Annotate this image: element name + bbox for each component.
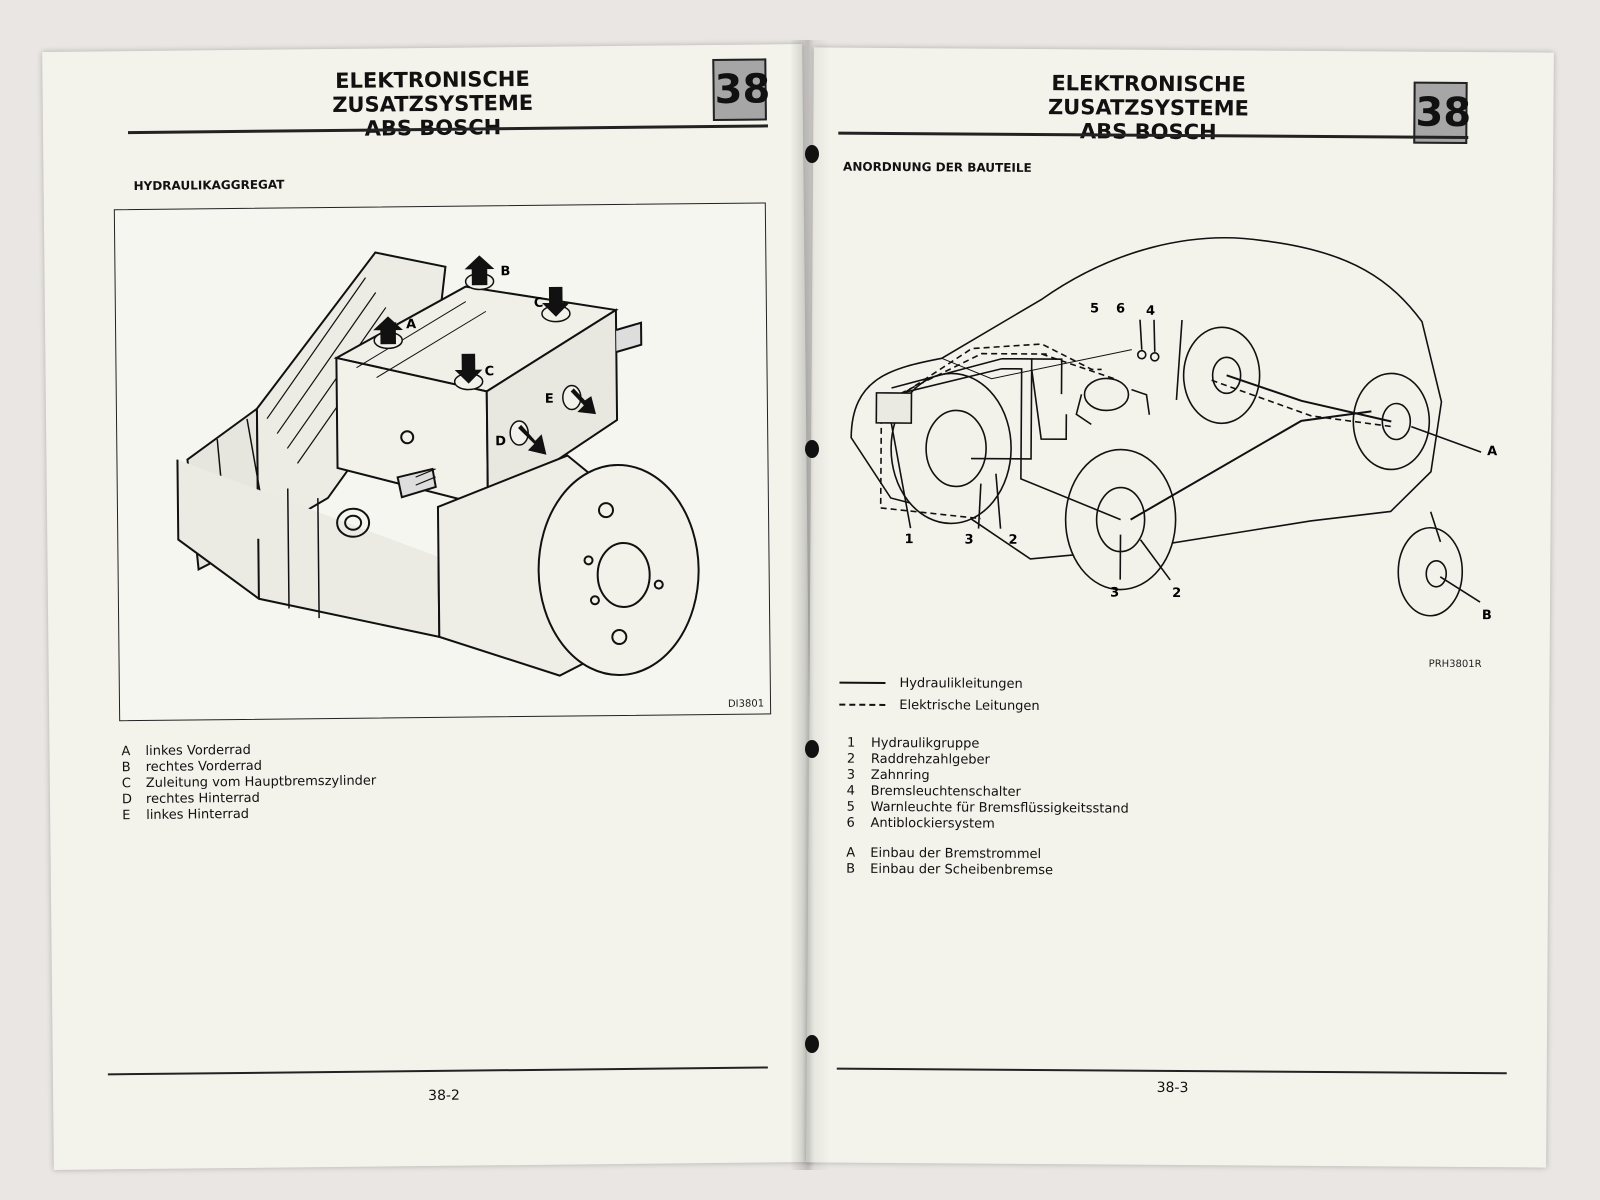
right-header-line2: ABS BOSCH — [1079, 119, 1217, 145]
left-header-line1: ELEKTRONISCHE ZUSATZSYSTEME — [332, 66, 534, 117]
legend-key: B — [121, 760, 131, 776]
line-legend-row: Elektrische Leitungen — [839, 694, 1040, 717]
line-legend-text: Hydraulikleitungen — [899, 675, 1023, 692]
legend-key: D — [121, 792, 133, 808]
solid-line-swatch — [839, 681, 886, 684]
legend-text: Zahnring — [870, 767, 930, 784]
right-legend-row: 4 Bremsleuchtenschalter — [847, 784, 1129, 802]
legend-key: C — [121, 776, 131, 792]
hydraulic-unit-drawing — [176, 251, 700, 677]
callout-5: 5 — [1090, 301, 1100, 317]
legend-text: rechtes Hinterrad — [145, 790, 260, 807]
left-section-title: HYDRAULIKAGGREGAT — [133, 177, 285, 194]
legend-key: 5 — [846, 799, 855, 815]
left-legend-row: C Zuleitung vom Hauptbremszylinder — [122, 774, 377, 793]
callout-2-rear: 2 — [1172, 585, 1182, 602]
left-page-number: 38-2 — [428, 1087, 460, 1105]
callout-d: D — [495, 434, 507, 450]
dashed-line-swatch — [839, 703, 886, 706]
callout-a-drum: A — [1487, 444, 1498, 460]
callout-3-rear: 3 — [1110, 585, 1120, 601]
callout-c-top: C — [533, 295, 544, 311]
component-layout-figure: 5 6 4 1 3 2 3 2 A B PRH3801R — [830, 218, 1533, 670]
right-footer-rule — [836, 1067, 1507, 1075]
legend-key: B — [846, 861, 856, 877]
right-page-number: 38-3 — [1156, 1079, 1189, 1097]
left-page: ELEKTRONISCHE ZUSATZSYSTEME ABS BOSCH 38… — [42, 44, 814, 1170]
left-footer-rule — [107, 1066, 768, 1076]
callout-3-front: 3 — [964, 532, 974, 548]
left-chapter-box: 38 — [712, 58, 771, 121]
callout-6: 6 — [1116, 301, 1126, 317]
book-gutter — [790, 40, 830, 1170]
right-legend-row: 5 Warnleuchte für Bremsflüssigkeitsstand — [847, 800, 1129, 818]
legend-key: 3 — [846, 767, 856, 783]
left-figure-code: DI3801 — [727, 698, 765, 710]
legend-text: rechtes Vorderrad — [145, 758, 263, 775]
right-legend-row: A Einbau der Bremstrommel — [846, 846, 1128, 864]
right-section-title: ANORDNUNG DER BAUTEILE — [843, 159, 1032, 175]
callout-a: A — [405, 317, 417, 333]
legend-text: Bremsleuchtenschalter — [870, 783, 1021, 800]
legend-text: Raddrehzahlgeber — [870, 751, 990, 768]
legend-text: Hydraulikgruppe — [870, 735, 980, 752]
right-legend-row: 1 Hydraulikgruppe — [847, 736, 1129, 754]
binder-hole — [805, 440, 819, 458]
legend-text: Einbau der Bremstrommel — [870, 845, 1042, 863]
callout-b-disc: B — [1481, 608, 1492, 624]
legend-text: Warnleuchte für Bremsflüssigkeitsstand — [870, 799, 1129, 817]
callout-e: E — [544, 391, 554, 407]
legend-text: linkes Hinterrad — [146, 806, 250, 823]
callout-2-front: 2 — [1008, 532, 1018, 548]
line-style-legend: Hydraulikleitungen Elektrische Leitungen — [839, 672, 1040, 717]
legend-key: E — [122, 808, 131, 824]
legend-key: A — [846, 845, 856, 861]
binder-hole — [805, 145, 819, 163]
legend-key: 6 — [846, 815, 855, 831]
callout-c-mid: C — [484, 364, 495, 380]
legend-key: 2 — [846, 751, 856, 767]
line-legend-row: Hydraulikleitungen — [839, 672, 1040, 695]
right-figure-code: PRH3801R — [1428, 658, 1482, 671]
right-chapter-box: 38 — [1413, 81, 1471, 144]
legend-text: Zuleitung vom Hauptbremszylinder — [145, 773, 377, 791]
right-page: ELEKTRONISCHE ZUSATZSYSTEME ABS BOSCH 38… — [806, 47, 1554, 1168]
legend-key: A — [121, 744, 131, 760]
callout-4: 4 — [1146, 303, 1156, 319]
hydraulic-unit-figure: A B C C D E DI3801 — [113, 202, 772, 722]
line-legend-text: Elektrische Leitungen — [899, 697, 1040, 714]
legend-text: Einbau der Scheibenbremse — [870, 861, 1054, 879]
right-header-line1: ELEKTRONISCHE ZUSATZSYSTEME — [1047, 71, 1250, 121]
binder-hole — [805, 1035, 819, 1053]
legend-text: Antiblockiersystem — [870, 815, 995, 832]
legend-key: 4 — [846, 783, 856, 799]
right-legend-row: B Einbau der Scheibenbremse — [846, 862, 1128, 880]
right-legend: 1 Hydraulikgruppe 2 Raddrehzahlgeber 3 Zahn… — [846, 736, 1129, 880]
car-abs-layout-drawing — [850, 237, 1482, 617]
legend-text: linkes Vorderrad — [145, 742, 251, 759]
right-legend-row: 2 Raddrehzahlgeber — [847, 752, 1129, 770]
legend-key: 1 — [846, 735, 856, 751]
callout-b: B — [500, 264, 511, 280]
right-legend-row: 3 Zahnring — [847, 768, 1129, 786]
binder-hole — [805, 740, 819, 758]
callout-1: 1 — [904, 532, 914, 548]
right-legend-row: 6 Antiblockiersystem — [846, 816, 1128, 834]
